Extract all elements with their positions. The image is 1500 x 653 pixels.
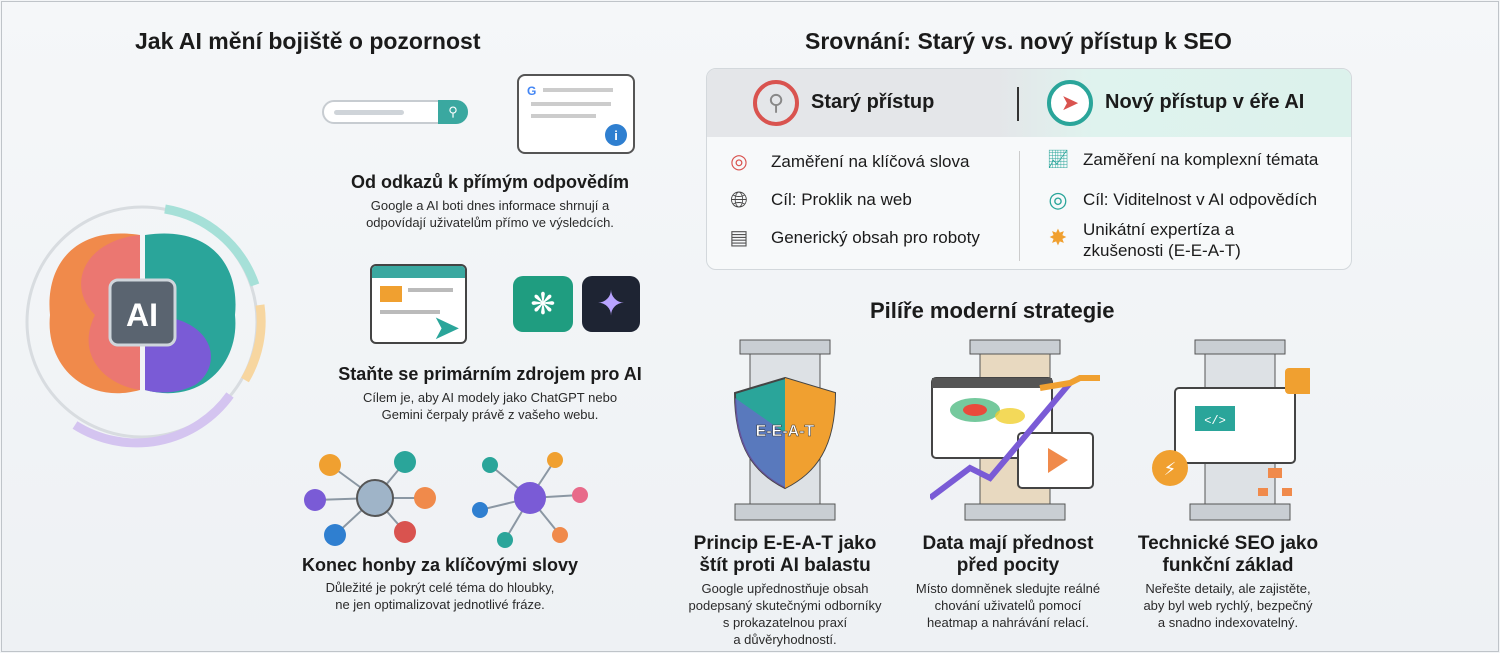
heatmap-analytics-illustration (928, 338, 1100, 523)
gemini-logo-icon: ✦ (582, 276, 640, 332)
globe-icon: 🌐︎ (730, 187, 748, 212)
block-title: Od odkazů k přímým odpovědím (350, 172, 630, 192)
compass-icon: ➤ (1047, 80, 1093, 126)
block-text: Cílem je, aby AI modely jako ChatGPT neb… (362, 390, 618, 422)
new-item: Zaměření na komplexní témata (1083, 149, 1319, 169)
growth-chart-icon: 📈︎ (1046, 149, 1070, 169)
new-approach-heading: Nový přístup v éře AI (1105, 91, 1305, 113)
browser-cursor-illustration: ➤ (370, 264, 467, 347)
divider (1017, 87, 1019, 121)
left-title: Jak AI mění bojiště o pozornost (135, 28, 481, 54)
svg-text:⚡︎: ⚡︎ (1164, 459, 1177, 479)
divider (1019, 151, 1020, 261)
old-item: Cíl: Proklik na web (771, 190, 912, 209)
pillars-title: Pilíře moderní strategie (870, 298, 1115, 323)
document-icon: ▤ (729, 227, 749, 249)
block-title: Konec honby za klíčovými slovy (301, 555, 579, 575)
block-title: Staňte se primárním zdrojem pro AI (338, 364, 642, 384)
comparison-table: ⚲ Starý přístup ➤ Nový přístup v éře AI … (706, 68, 1352, 270)
answer-bubble-illustration: G i (517, 74, 635, 154)
old-approach-heading: Starý přístup (811, 91, 935, 113)
search-bar-illustration: ⚲ (322, 100, 468, 124)
info-icon: i (605, 124, 627, 146)
block-text: Důležité je pokrýt celé téma do hloubky,… (325, 580, 555, 612)
no-search-icon: ⚲ (753, 80, 799, 126)
old-item: Generický obsah pro roboty (771, 227, 980, 247)
target-icon: ◎ (1048, 187, 1068, 212)
technical-seo-pillar-illustration: </> ⚡︎ (1150, 338, 1313, 523)
search-icon: ⚲ (438, 100, 468, 124)
svg-text:</>: </> (1204, 414, 1226, 428)
award-badge-icon: ✸ (1048, 225, 1068, 250)
new-item: Cíl: Viditelnost v AI odpovědích (1083, 190, 1318, 209)
pillar-text: Neřešte detaily, ale zajistěte,aby byl w… (1143, 581, 1313, 630)
keyword-target-icon: ◎ (730, 151, 748, 173)
topic-network-illustration (295, 450, 595, 550)
cursor-icon: ➤ (432, 309, 461, 347)
old-item: Zaměření na klíčová slova (771, 151, 970, 171)
eeat-shield-pillar-illustration: E-E-A-T (720, 338, 850, 523)
shield-label: E-E-A-T (756, 423, 815, 440)
chatgpt-logo-icon: ❋ (513, 276, 573, 332)
block-text: Google a AI boti dnes informace shrnují … (366, 198, 614, 230)
ai-brain-illustration: AI (15, 195, 270, 450)
comparison-title: Srovnání: Starý vs. nový přístup k SEO (805, 28, 1232, 54)
brain-ai-label: AI (126, 297, 158, 333)
